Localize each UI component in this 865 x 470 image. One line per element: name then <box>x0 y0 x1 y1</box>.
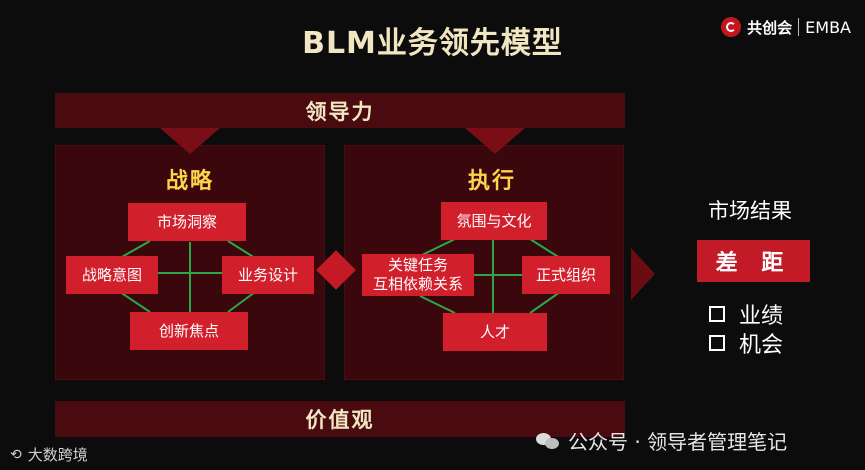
result-item-opportunity: 机会 <box>709 327 783 359</box>
right-arrow-icon <box>631 248 655 300</box>
logo-divider <box>798 18 800 36</box>
checkbox-icon <box>709 306 725 322</box>
page-title: BLM业务领先模型 <box>302 26 563 61</box>
leadership-to-execution-arrow-icon <box>465 128 525 154</box>
brand-logo: 共创会 EMBA <box>721 14 851 40</box>
execution-node-culture: 氛围与文化 <box>441 202 547 240</box>
critical-tasks-line2: 互相依赖关系 <box>372 275 463 293</box>
execution-heading: 执行 <box>467 169 516 194</box>
result-item-label: 业绩 <box>739 304 784 329</box>
watermark-left-text: 大数跨境 <box>27 446 88 464</box>
watermark-left: ⟲ 大数跨境 <box>10 444 88 465</box>
logo-mark-icon <box>721 17 742 37</box>
strategy-heading: 战略 <box>165 169 214 194</box>
strategy-node-market-insight: 市场洞察 <box>128 203 246 241</box>
gap-box: 差 距 <box>697 240 810 282</box>
watermark-logo-icon: ⟲ <box>10 446 22 463</box>
strategy-node-business-design: 业务设计 <box>222 256 314 294</box>
result-item-label: 机会 <box>739 333 784 358</box>
watermark-right-text: 公众号 · 领导者管理笔记 <box>568 430 788 454</box>
strategy-node-innovation-focus: 创新焦点 <box>130 312 248 350</box>
result-item-performance: 业绩 <box>709 298 783 330</box>
market-result-heading: 市场结果 <box>708 199 792 223</box>
watermark-right: 公众号 · 领导者管理笔记 <box>536 426 787 455</box>
wechat-icon <box>536 431 560 451</box>
execution-node-critical-tasks: 关键任务 互相依赖关系 <box>362 254 474 296</box>
logo-suffix-text: EMBA <box>805 17 851 37</box>
strategy-node-intent: 战略意图 <box>66 256 158 294</box>
execution-node-talent: 人才 <box>443 313 547 351</box>
execution-node-formal-organization: 正式组织 <box>522 256 610 294</box>
critical-tasks-line1: 关键任务 <box>387 256 448 274</box>
leadership-band: 领导力 <box>55 93 625 128</box>
leadership-to-strategy-arrow-icon <box>160 128 220 154</box>
checkbox-icon <box>709 335 725 351</box>
logo-brand-text: 共创会 <box>747 18 793 37</box>
values-band: 价值观 <box>55 401 625 437</box>
